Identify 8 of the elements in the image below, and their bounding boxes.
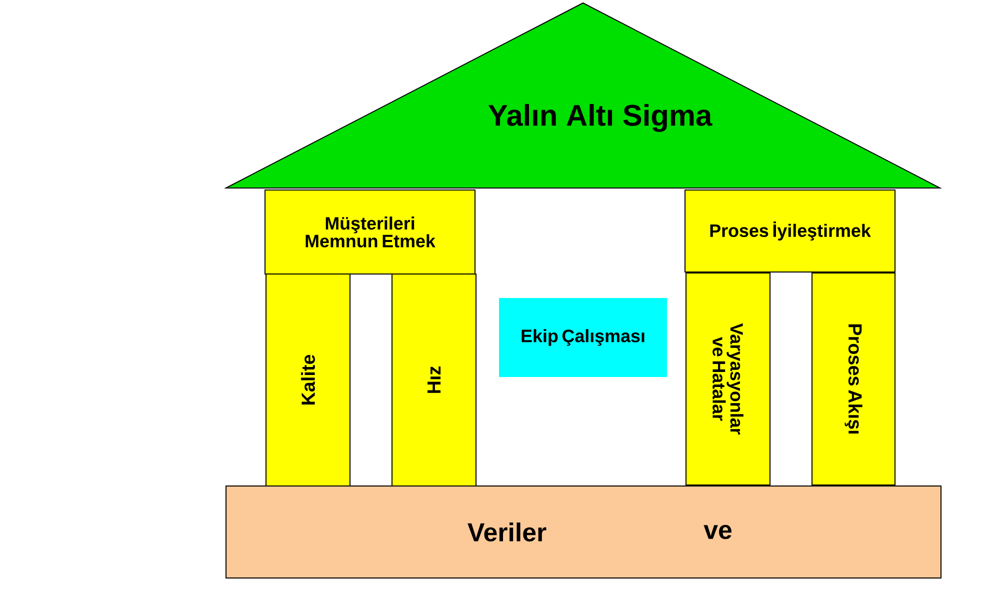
label-box: Ekip Çalışması — [499, 298, 667, 377]
pillar: Hız — [392, 274, 476, 486]
base-slab: Veriler ve — [226, 486, 942, 578]
beam-box: Müşterileri Memnun Etmek — [264, 190, 476, 274]
beam-box: Proses İyileştirmek — [684, 190, 896, 272]
pillar: Kalite — [266, 274, 350, 486]
pillar: Proses Akışı — [812, 272, 896, 486]
pillar: Varyasyonlar ve Hatalar — [686, 272, 770, 486]
